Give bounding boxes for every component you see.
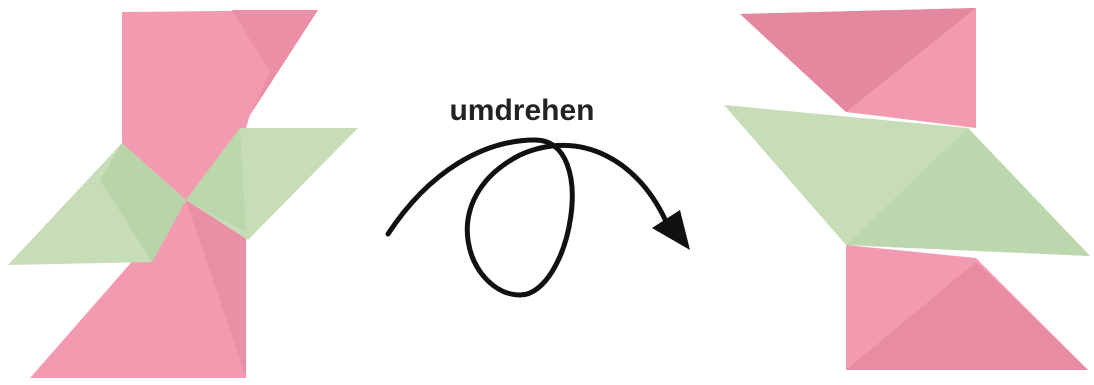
flip-arrow-head — [652, 210, 690, 250]
shuriken-back — [724, 8, 1090, 370]
flip-instruction: umdrehen — [388, 94, 690, 295]
flip-arrow-path — [388, 140, 668, 295]
shuriken-front — [8, 10, 358, 378]
instruction-label: umdrehen — [449, 94, 594, 127]
